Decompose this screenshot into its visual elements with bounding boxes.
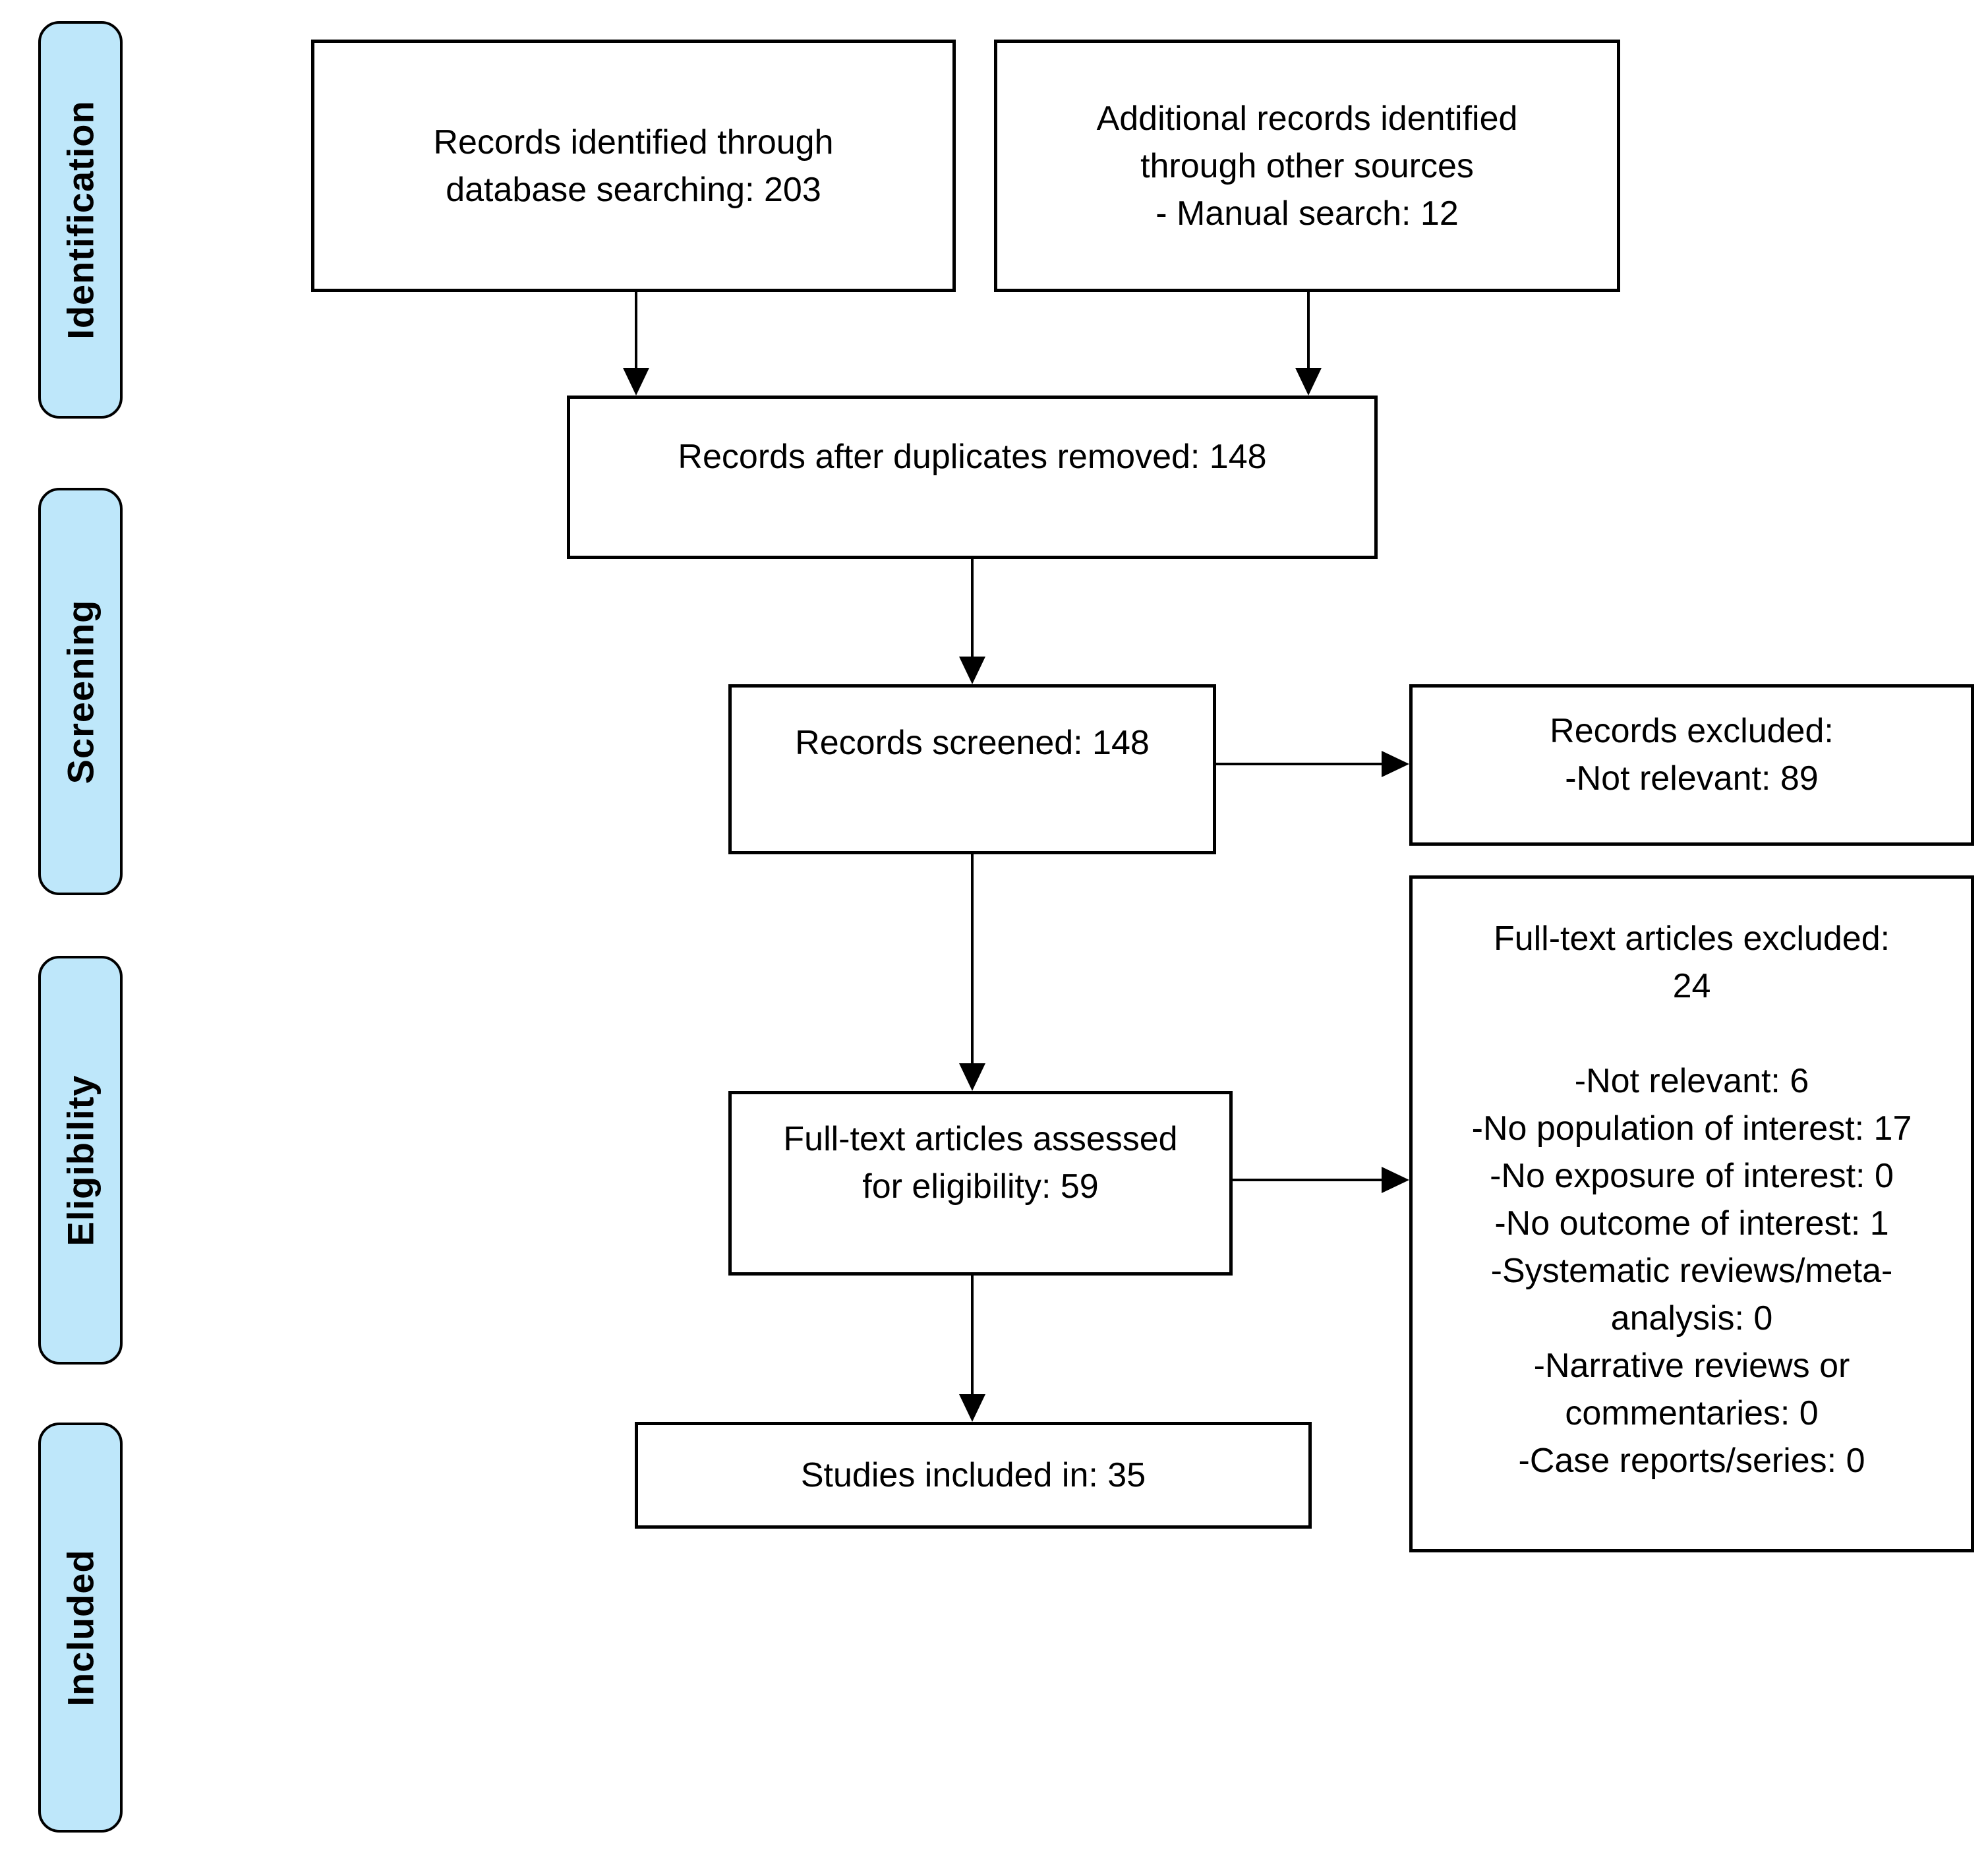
box-line: -No population of interest: 17 (1471, 1109, 1912, 1148)
box-line: -Narrative reviews or (1533, 1347, 1850, 1385)
box-line: -Case reports/series: 0 (1518, 1442, 1865, 1480)
box-line: Additional records identified (1096, 99, 1518, 138)
arrow-down-icon (1295, 368, 1322, 396)
box-line: Studies included in: 35 (800, 1456, 1146, 1494)
box-after-duplicates: Records after duplicates removed: 148 (567, 396, 1378, 559)
stage-included: Included (38, 1423, 123, 1833)
box-fulltext-excluded: Full-text articles excluded: 24 -Not rel… (1409, 875, 1974, 1552)
box-line: through other sources (1140, 146, 1474, 185)
box-line: - Manual search: 12 (1155, 194, 1459, 233)
stage-eligibility: Eligibility (38, 956, 123, 1365)
box-studies-included: Studies included in: 35 (635, 1422, 1312, 1529)
stage-identification-label: Identification (59, 100, 102, 339)
box-fulltext-assessed: Full-text articles assessed for eligibil… (728, 1091, 1233, 1276)
box-records-excluded: Records excluded: -Not relevant: 89 (1409, 684, 1974, 846)
arrow-down-icon (959, 1063, 985, 1091)
connector-screened-to-assessed-line (971, 854, 974, 1065)
stage-screening-label: Screening (59, 599, 102, 784)
arrow-down-icon (959, 1394, 985, 1422)
connector-additional-to-duplicates-line (1307, 292, 1310, 369)
box-line: commentaries: 0 (1565, 1394, 1819, 1432)
stage-included-label: Included (59, 1548, 102, 1707)
stage-screening: Screening (38, 488, 123, 895)
box-line (1413, 1010, 1971, 1057)
arrow-down-icon (959, 657, 985, 684)
arrow-right-icon (1382, 751, 1409, 777)
stage-identification: Identification (38, 21, 123, 419)
box-line: Records screened: 148 (795, 724, 1150, 762)
arrow-right-icon (1382, 1167, 1409, 1193)
box-line: for eligibility: 59 (862, 1167, 1099, 1206)
box-additional-records: Additional records identified through ot… (994, 40, 1620, 292)
box-line: -Not relevant: 6 (1574, 1062, 1809, 1100)
box-line: -No outcome of interest: 1 (1494, 1204, 1889, 1243)
box-line: -No exposure of interest: 0 (1490, 1157, 1894, 1195)
box-line: Full-text articles excluded: (1493, 920, 1890, 958)
box-line: Records identified through (433, 123, 834, 162)
stage-eligibility-label: Eligibility (59, 1074, 102, 1246)
arrow-down-icon (623, 368, 649, 396)
box-line: Records excluded: (1550, 712, 1834, 750)
connector-duplicates-to-screened-line (971, 559, 974, 658)
box-line: Full-text articles assessed (783, 1120, 1178, 1158)
box-line: 24 (1672, 967, 1711, 1005)
box-line: analysis: 0 (1610, 1299, 1773, 1337)
connector-screened-to-excluded-line (1216, 763, 1383, 765)
connector-identified-to-duplicates-line (635, 292, 637, 369)
box-records-screened: Records screened: 148 (728, 684, 1216, 854)
connector-assessed-to-ftexcluded-line (1233, 1179, 1383, 1181)
box-line: -Not relevant: 89 (1565, 759, 1819, 798)
connector-assessed-to-included-line (971, 1276, 974, 1396)
box-line: database searching: 203 (446, 170, 821, 209)
box-line: -Systematic reviews/meta- (1490, 1252, 1893, 1290)
box-line: Records after duplicates removed: 148 (678, 438, 1267, 476)
box-records-identified: Records identified through database sear… (311, 40, 956, 292)
